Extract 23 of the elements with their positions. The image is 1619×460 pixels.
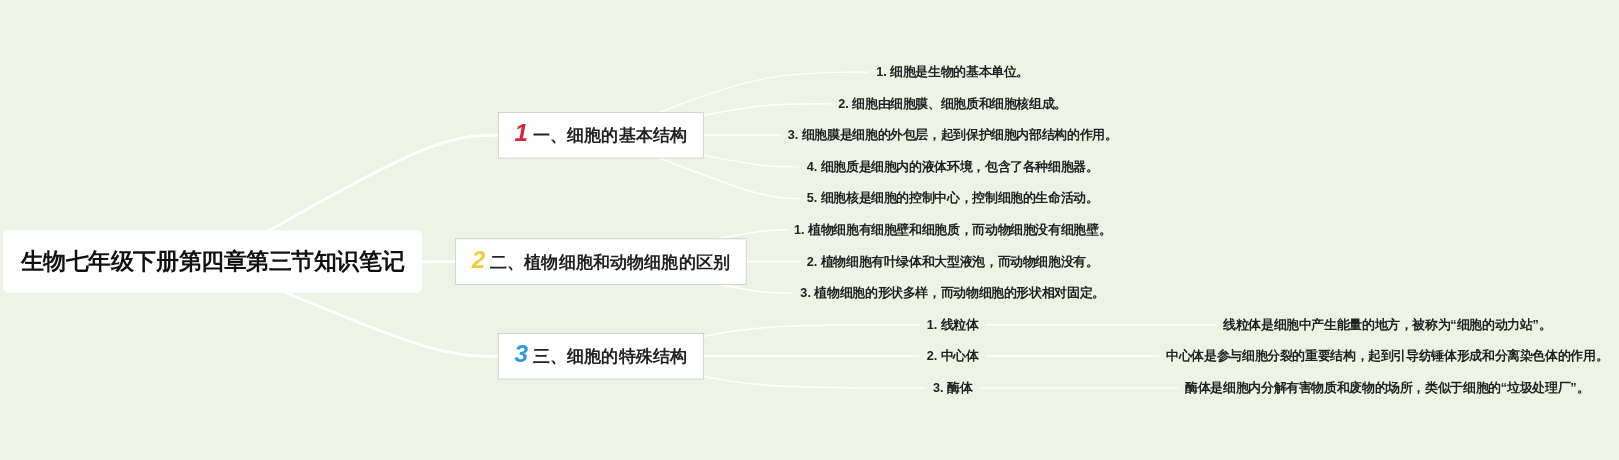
- node-text: 3. 酶体: [932, 380, 973, 395]
- connector: [702, 324, 921, 338]
- node-box: 2 二、植物细胞和动物细胞的区别: [455, 238, 747, 285]
- connector: [702, 375, 927, 389]
- node-text: 5. 细胞核是细胞的控制中心，控制细胞的生命活动。: [806, 190, 1099, 206]
- node-text: 3. 植物细胞的形状多样，而动物细胞的形状相对固定。: [800, 285, 1105, 300]
- node-text: 1. 线粒体: [926, 317, 979, 332]
- node-text: 2. 细胞由细胞膜、细胞质和细胞核组成。: [838, 96, 1067, 111]
- node-text: 酶体是细胞内分解有害物质和废物的场所，类似于细胞的“垃圾处理厂”。: [1185, 380, 1590, 395]
- node-text: 中心体是参与细胞分裂的重要结构，起到引导纺锤体形成和分离染色体的作用。: [1166, 348, 1609, 364]
- node-box: 1 一、细胞的基本结构: [497, 112, 704, 159]
- node-text: 1. 植物细胞有细胞壁和细胞质，而动物细胞没有细胞壁。: [794, 222, 1112, 237]
- connector: [284, 291, 499, 358]
- node-text: 3. 细胞膜是细胞的外包层，起到保护细胞内部结构的作用。: [787, 127, 1118, 143]
- node-text: 2. 植物细胞有叶绿体和大型液泡，而动物细胞没有。: [806, 253, 1099, 269]
- connector: [702, 154, 801, 168]
- connector: [702, 103, 832, 117]
- connector: [266, 133, 499, 233]
- node-text: 线粒体是细胞中产生能量的地方，被称为“细胞的动力站”。: [1223, 317, 1552, 332]
- node-text: 4. 细胞质是细胞内的液体环境，包含了各种细胞器。: [806, 159, 1099, 174]
- node-text: 1. 细胞是生物的基本单位。: [876, 64, 1030, 79]
- node-box: 3 三、细胞的特殊结构: [497, 333, 704, 380]
- node-text: 2. 中心体: [926, 348, 979, 364]
